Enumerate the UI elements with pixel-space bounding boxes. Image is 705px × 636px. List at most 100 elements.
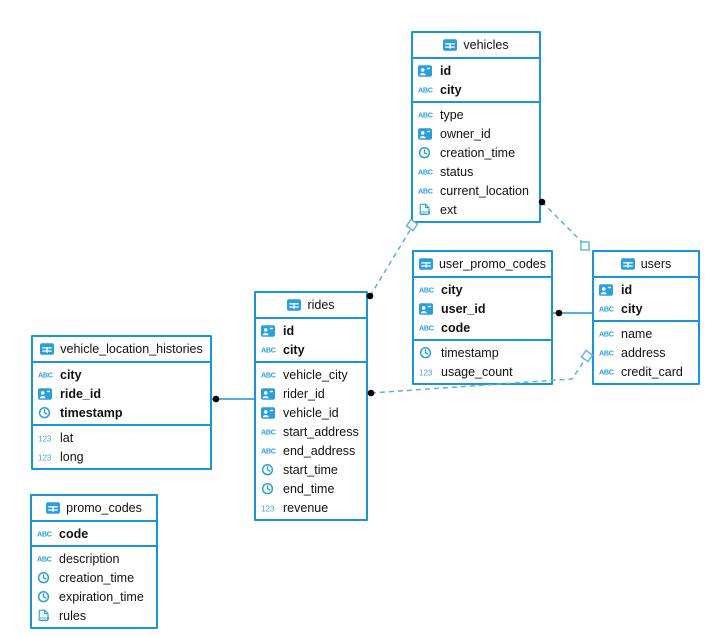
table-title: promo_codes [66,501,142,515]
svg-text:ABC: ABC [418,187,433,196]
svg-text:ABC: ABC [418,86,433,95]
column-name: vehicle_city [283,367,348,382]
column-expiration_time[interactable]: expiration_time [32,587,156,606]
relationship-rides-to-vehicles[interactable] [369,226,413,297]
table-title: vehicles [463,38,509,52]
json-type-icon: JSON [418,203,436,216]
table-icon [40,343,55,355]
svg-text:JSON: JSON [420,210,430,214]
svg-text:ABC: ABC [38,371,53,380]
column-name: timestamp [60,405,123,420]
svg-text:ABC: ABC [37,530,52,539]
column-rider_id[interactable]: rider_id [256,384,366,403]
svg-text:ABC: ABC [418,111,433,120]
table-header[interactable]: users [594,252,698,278]
svg-text:ABC: ABC [261,447,276,456]
table-header[interactable]: vehicles [413,33,539,59]
column-id[interactable]: id [256,321,366,340]
relationship-vehicles-to-users[interactable] [541,201,586,246]
table-icon [620,258,636,270]
column-start_time[interactable]: start_time [256,460,366,479]
table-header[interactable]: vehicle_location_histories [33,337,210,363]
column-lat[interactable]: 123 lat [33,428,210,447]
connection-endpoint-square [580,241,590,251]
abc-type-icon: ABC [599,304,617,314]
column-creation_time[interactable]: creation_time [32,568,156,587]
column-name: name [621,326,653,341]
id-type-icon [599,283,617,296]
column-name: vehicle_id [283,405,339,420]
connection-endpoint-dot [367,389,375,397]
column-name: ride_id [60,386,101,401]
column-name: user_id [441,301,486,316]
table-title: user_promo_codes [438,257,546,271]
column-timestamp[interactable]: timestamp [414,343,551,362]
column-id[interactable]: id [594,280,698,299]
column-name: city [440,82,462,97]
column-name: description [59,551,120,566]
column-vehicle_id[interactable]: vehicle_id [256,403,366,422]
abc-type-icon: ABC [418,110,436,120]
id-type-icon [418,64,436,77]
num-type-icon: 123 [38,452,56,462]
clock-type-icon [261,463,279,476]
id-type-icon [261,406,279,419]
column-creation_time[interactable]: creation_time [413,143,539,162]
column-user_id[interactable]: user_id [414,299,551,318]
column-name[interactable]: ABC name [594,324,698,343]
svg-text:ABC: ABC [418,168,433,177]
column-id[interactable]: id [413,61,539,80]
table-title: rides [307,298,335,312]
id-type-icon [419,302,437,315]
clock-type-icon [38,406,56,419]
column-name: lat [60,430,74,445]
column-ride_id[interactable]: ride_id [33,384,210,403]
abc-type-icon: ABC [599,329,617,339]
svg-text:ABC: ABC [261,428,276,437]
table-header[interactable]: rides [256,293,366,319]
column-city[interactable]: ABC city [413,80,539,99]
connection-endpoint-diamond [580,349,594,363]
column-end_time[interactable]: end_time [256,479,366,498]
column-timestamp[interactable]: timestamp [33,403,210,422]
column-owner_id[interactable]: owner_id [413,124,539,143]
connection-endpoint-dot [212,395,220,403]
column-name: id [440,63,452,78]
abc-type-icon: ABC [261,446,279,456]
table-title: vehicle_location_histories [60,342,203,356]
table-header[interactable]: user_promo_codes [414,252,551,278]
table-header[interactable]: promo_codes [32,496,156,522]
num-type-icon: 123 [38,433,56,443]
